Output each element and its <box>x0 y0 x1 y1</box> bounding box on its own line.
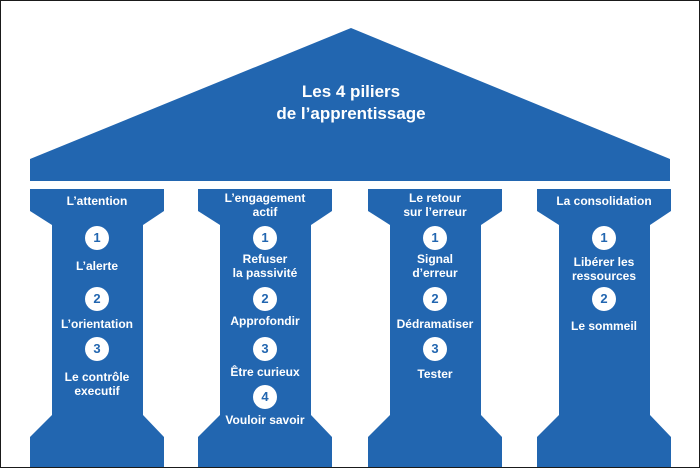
pillar-shape-3 <box>368 189 502 467</box>
item-line: Vouloir savoir <box>225 413 305 427</box>
item-line: Être curieux <box>230 365 300 379</box>
item-line: d’erreur <box>412 266 458 280</box>
item-line: la passivité <box>232 266 298 280</box>
item-line: executif <box>74 384 120 398</box>
pillar-title: Le retour sur l’erreur <box>365 191 505 219</box>
number-badge: 1 <box>423 226 447 250</box>
pillar-item: Être curieux <box>195 365 335 379</box>
roof <box>30 28 670 181</box>
pillar-shape-2 <box>198 189 332 467</box>
number-badge: 1 <box>85 226 109 250</box>
pillar-item: Le contrôle executif <box>27 370 167 398</box>
pillar-shape-1 <box>30 189 164 467</box>
pillar-item: Signal d’erreur <box>365 252 505 280</box>
item-line: Libérer les <box>573 255 635 269</box>
pillar-title-line: sur l’erreur <box>403 205 467 219</box>
number-badge: 3 <box>423 337 447 361</box>
pillar-item: Approfondir <box>195 314 335 328</box>
item-line: Dédramatiser <box>396 317 474 331</box>
pillar-title: La consolidation <box>534 194 674 208</box>
number-badge: 2 <box>85 287 109 311</box>
number-badge: 2 <box>253 287 277 311</box>
pillar-title: L’attention <box>27 194 167 208</box>
pillar-title-line: actif <box>252 205 278 219</box>
item-line: Refuser <box>242 252 288 266</box>
number-badge: 1 <box>253 226 277 250</box>
item-line: Le sommeil <box>570 319 638 333</box>
pillar-item: Dédramatiser <box>365 317 505 331</box>
item-line: Signal <box>416 252 453 266</box>
pillar-item: Refuser la passivité <box>195 252 335 280</box>
number-badge: 4 <box>253 385 277 409</box>
diagram-title: Les 4 piliers de l’apprentissage <box>201 81 501 125</box>
pillar-item: Vouloir savoir <box>195 413 335 427</box>
pillar-title-line: L’engagement <box>224 191 306 205</box>
pillar-item: Tester <box>365 367 505 381</box>
item-line: Approfondir <box>230 314 300 328</box>
pillar-item: L’orientation <box>27 317 167 331</box>
pillar-item: L’alerte <box>27 259 167 273</box>
item-line: Le contrôle <box>64 370 130 384</box>
item-line: L’orientation <box>61 317 133 331</box>
pillar-title-line: Le retour <box>408 191 461 205</box>
number-badge: 3 <box>253 337 277 361</box>
title-line-1: Les 4 piliers <box>301 82 401 101</box>
number-badge: 2 <box>592 287 616 311</box>
item-line: ressources <box>571 269 637 283</box>
number-badge: 2 <box>423 287 447 311</box>
pillar-title: L’engagement actif <box>195 191 335 219</box>
number-badge: 1 <box>592 226 616 250</box>
pillar-title-line: L’attention <box>66 194 128 208</box>
title-line-2: de l’apprentissage <box>276 104 426 123</box>
pillar-shape-4 <box>537 189 671 467</box>
pillar-item: Le sommeil <box>534 319 674 333</box>
item-line: Tester <box>417 367 453 381</box>
pillar-item: Libérer les ressources <box>534 255 674 283</box>
pillar-title-line: La consolidation <box>556 194 652 208</box>
item-line: L’alerte <box>75 259 119 273</box>
number-badge: 3 <box>85 337 109 361</box>
